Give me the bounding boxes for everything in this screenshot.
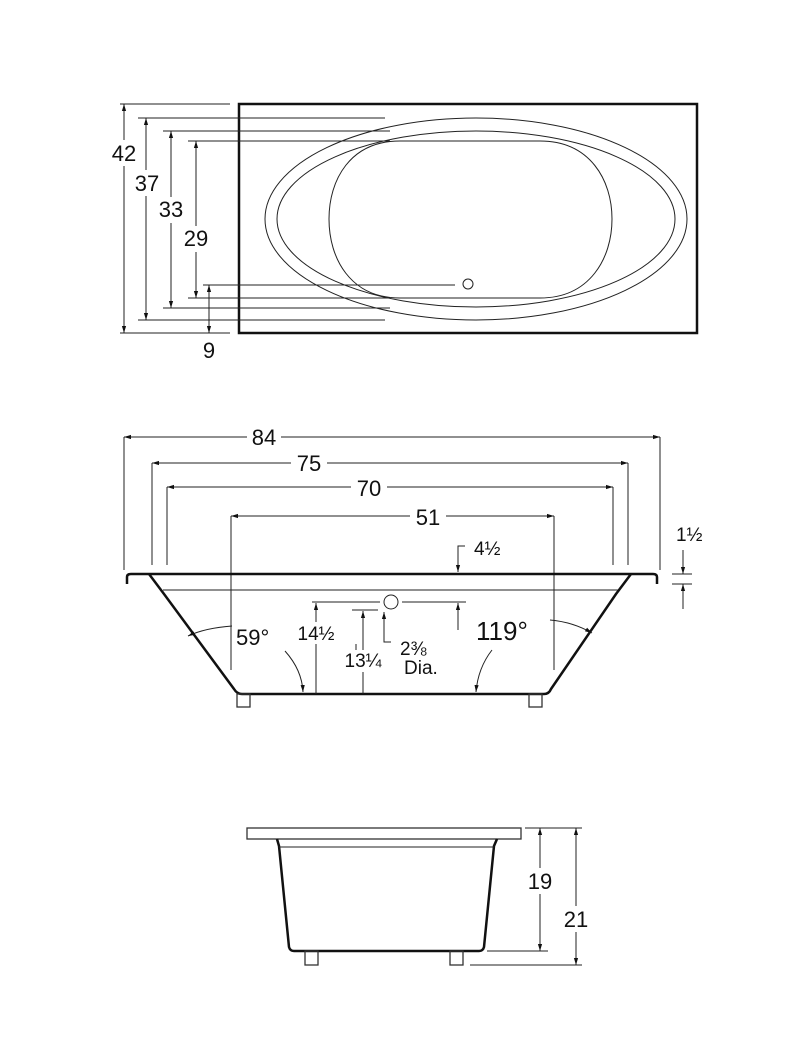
tub-foot	[236, 693, 251, 708]
angle-right: 119°	[476, 616, 528, 646]
angle-left: 59°	[236, 625, 269, 650]
dim-drain-dia: 2⅜	[400, 639, 427, 660]
end-view: 19 21	[246, 827, 592, 966]
dim-42: 42	[112, 141, 136, 166]
rim-outer-ellipse	[264, 117, 688, 321]
drain-icon	[462, 278, 474, 290]
dim-70: 70	[357, 476, 381, 501]
tub-foot	[528, 693, 543, 708]
dim-21: 21	[564, 907, 588, 932]
tub-rim	[125, 572, 659, 584]
tub-body	[148, 573, 632, 696]
tub-deck-outline	[237, 102, 699, 335]
dim-29: 29	[184, 226, 208, 251]
dim-drain-center: 13¼	[345, 651, 383, 672]
dim-deck: 4½	[474, 539, 501, 560]
dim-19: 19	[528, 869, 552, 894]
tub-foot	[304, 950, 319, 966]
top-view: 42 37 33 29 9	[108, 102, 699, 363]
basin-outline	[328, 140, 613, 299]
dim-75: 75	[297, 451, 321, 476]
dim-51: 51	[416, 505, 440, 530]
tub-foot	[449, 950, 464, 966]
dim-33: 33	[159, 197, 183, 222]
overflow-drain-icon	[383, 594, 399, 610]
dim-37: 37	[135, 171, 159, 196]
dia-label: Dia.	[404, 658, 438, 679]
end-body	[275, 838, 499, 953]
dim-lip: 1½	[676, 525, 703, 546]
dim-84: 84	[252, 425, 276, 450]
dim-9: 9	[203, 338, 215, 363]
rim-inner-ellipse	[276, 130, 676, 308]
side-view: 84 75 70 51 4½ 1½ 14½ 13¼ 2⅜ Dia. 59° 11…	[123, 424, 703, 708]
end-rim	[246, 827, 522, 840]
dim-drain-height: 14½	[298, 624, 335, 645]
